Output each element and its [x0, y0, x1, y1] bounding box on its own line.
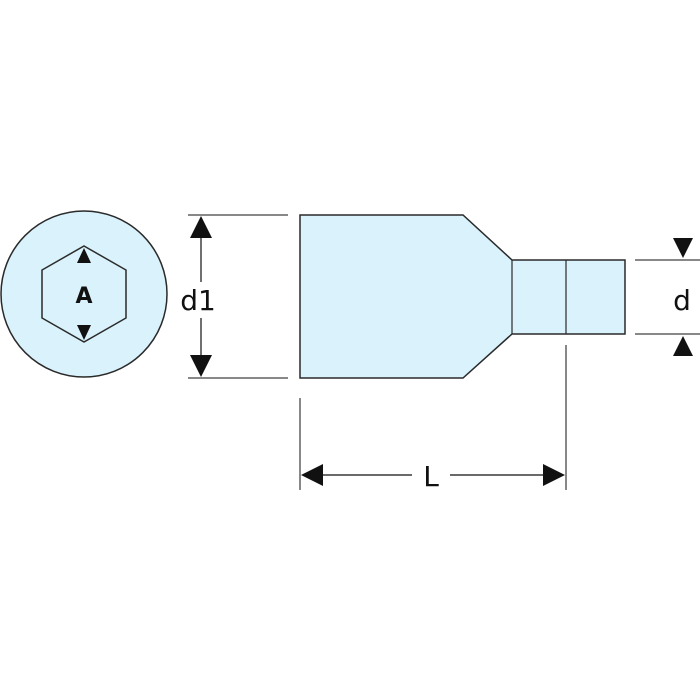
socket-end-view: A [0, 210, 168, 378]
d-label: d [673, 284, 691, 317]
d1-label: d1 [180, 284, 216, 317]
d-arrow-bottom [673, 336, 693, 356]
d-dimension: d [635, 238, 700, 356]
hex-opening [41, 245, 127, 343]
length-arrow-right [543, 464, 565, 486]
d1-dimension: d1 [180, 214, 288, 379]
hex-size-arrow-top [77, 248, 91, 263]
length-dimension: L [299, 345, 567, 493]
socket-side-view [299, 214, 626, 379]
socket-body [299, 214, 626, 379]
length-label: L [423, 460, 439, 493]
d1-arrow-bottom [190, 355, 212, 377]
length-arrow-left [301, 464, 323, 486]
d-arrow-top [673, 238, 693, 258]
hex-size-label: A [75, 284, 92, 309]
hex-size-arrow-bottom [77, 325, 91, 340]
d1-arrow-top [190, 216, 212, 238]
